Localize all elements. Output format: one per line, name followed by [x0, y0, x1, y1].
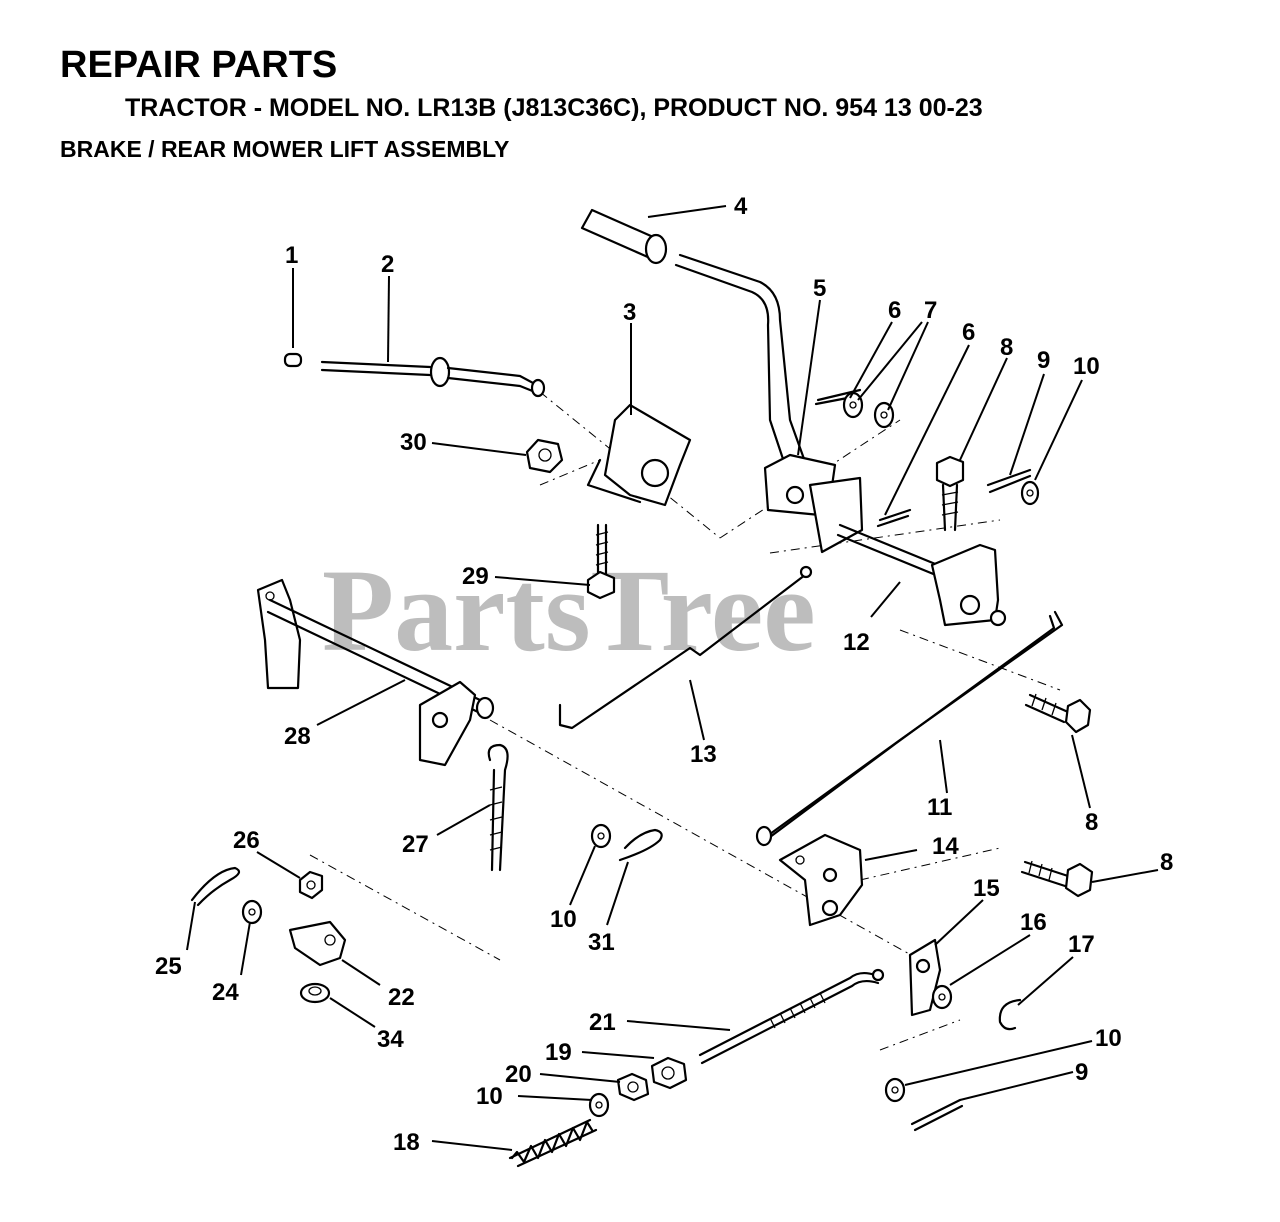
- part-29-bolt: [586, 523, 616, 600]
- part-5-bracket: [763, 453, 864, 554]
- callout-7: 7: [924, 297, 937, 324]
- part-10-washer: [1020, 480, 1040, 506]
- part-22-pivot: [288, 920, 347, 967]
- part-24-washer: [241, 899, 263, 925]
- part-27-j-bolt: [487, 743, 509, 872]
- part-31-hairpin: [618, 828, 663, 862]
- callout-22: 22: [388, 984, 415, 1011]
- callout-labels: 1 2 3 4 5 6 7 6 8 9 10 30 29 12 13 28 11…: [155, 193, 1173, 1156]
- callout-11: 11: [927, 794, 952, 821]
- callout-30: 30: [400, 429, 427, 456]
- page-title: REPAIR PARTS: [60, 44, 338, 86]
- callout-8-middle: 8: [1085, 809, 1098, 836]
- callout-28: 28: [284, 723, 311, 750]
- callout-1: 1: [285, 242, 298, 269]
- part-8-bolt-upper: [935, 455, 965, 532]
- part-25-hairpin: [190, 866, 241, 907]
- callout-3: 3: [623, 299, 636, 326]
- part-20-locknut: [616, 1072, 650, 1102]
- part-10-washer-lower-left: [588, 1092, 610, 1118]
- callout-6-upper: 6: [888, 297, 901, 324]
- callout-12: 12: [843, 629, 870, 656]
- part-9-cotter-pin-lower: [910, 1098, 964, 1132]
- callout-16: 16: [1020, 909, 1047, 936]
- callout-27: 27: [402, 831, 429, 858]
- callout-24: 24: [212, 979, 239, 1006]
- callout-4: 4: [734, 193, 748, 220]
- part-34-bushing: [299, 982, 331, 1004]
- part-10-washer-center: [590, 823, 612, 849]
- part-3-bracket: [586, 403, 692, 507]
- part-30-nut: [525, 438, 564, 474]
- part-7-washer: [842, 391, 895, 429]
- part-8-bolt-lower: [1020, 860, 1094, 898]
- part-8-bolt-middle: [1024, 693, 1092, 734]
- callout-6-lower: 6: [962, 319, 975, 346]
- part-11-rod: [755, 610, 1064, 847]
- callout-15: 15: [973, 875, 1000, 902]
- part-4-handle: [580, 208, 810, 482]
- part-17-clip: [998, 998, 1022, 1031]
- part-16-washer: [931, 984, 953, 1010]
- leader-lines: [186, 205, 1159, 1151]
- part-26-nut: [298, 870, 324, 900]
- callout-9-lower: 9: [1075, 1059, 1088, 1086]
- callout-10-upper: 10: [1073, 353, 1100, 380]
- part-14-bracket: [778, 833, 864, 927]
- callout-20: 20: [505, 1061, 532, 1088]
- callout-10-lower-left: 10: [476, 1083, 503, 1110]
- part-1-pin: [283, 352, 303, 368]
- callout-34: 34: [377, 1026, 404, 1053]
- part-18-spring: [508, 1118, 598, 1168]
- part-9-cotter-pin: [986, 468, 1032, 494]
- callout-13: 13: [690, 741, 717, 768]
- assembly-title: BRAKE / REAR MOWER LIFT ASSEMBLY: [60, 136, 510, 162]
- callout-10-lower-right: 10: [1095, 1025, 1122, 1052]
- part-2-brake-rod: [320, 356, 546, 398]
- part-12-shaft: [836, 523, 1007, 627]
- watermark: PartsTree: [322, 545, 816, 676]
- callout-8-upper: 8: [1000, 334, 1013, 361]
- part-13-rod: [558, 565, 813, 730]
- callout-10-center: 10: [550, 906, 577, 933]
- callout-21: 21: [589, 1009, 616, 1036]
- callout-9-upper: 9: [1037, 347, 1050, 374]
- part-28-cross-shaft: [256, 578, 495, 767]
- model-subtitle: TRACTOR - MODEL NO. LR13B (J813C36C), PR…: [125, 94, 983, 122]
- callout-8-lower: 8: [1160, 849, 1173, 876]
- callout-18: 18: [393, 1129, 420, 1156]
- callout-19: 19: [545, 1039, 572, 1066]
- callout-31: 31: [588, 929, 615, 956]
- part-19-nut: [650, 1056, 688, 1090]
- callout-26: 26: [233, 827, 260, 854]
- callout-17: 17: [1068, 931, 1095, 958]
- callout-29: 29: [462, 563, 489, 590]
- callout-5: 5: [813, 275, 826, 302]
- callout-2: 2: [381, 251, 394, 278]
- callout-14: 14: [932, 833, 959, 860]
- callout-25: 25: [155, 953, 182, 980]
- part-21-threaded-rod: [698, 968, 885, 1065]
- part-10-washer-lower-right: [884, 1077, 906, 1103]
